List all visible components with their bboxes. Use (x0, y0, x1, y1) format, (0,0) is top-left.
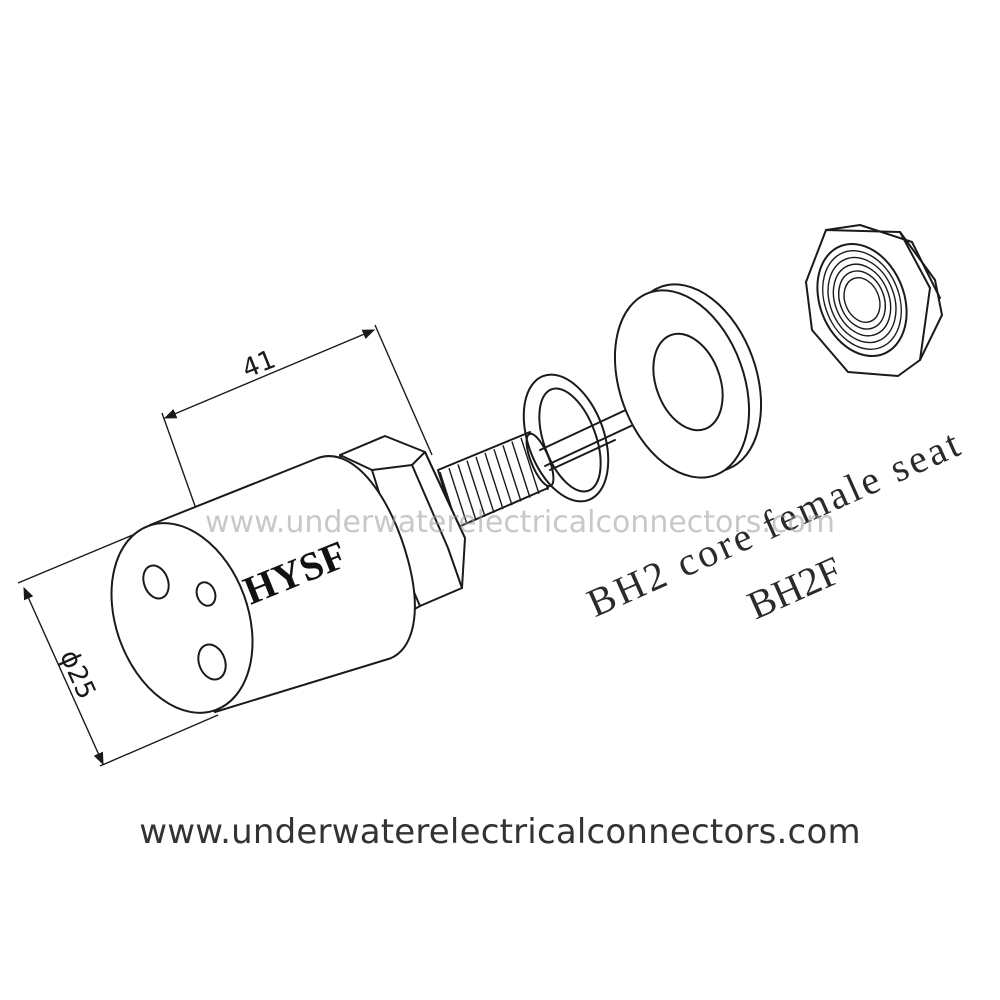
dimension-line-diameter (23, 586, 104, 766)
nut-thread-ring (838, 270, 886, 330)
dimension-line-length (163, 329, 376, 419)
o-ring (522, 373, 610, 503)
nut-thread-ring (822, 250, 902, 350)
connector-body: HYSF (110, 455, 416, 714)
thread-ridge (484, 452, 504, 510)
thread-ridge (502, 445, 522, 502)
watermark-text: www.underwaterelectricalconnectors.com (205, 505, 835, 540)
thread-ridge (493, 448, 513, 506)
socket-hole-lower (197, 643, 227, 681)
hex-collar-facet-3 (424, 451, 466, 539)
nut-thread-ring (843, 277, 881, 323)
hex-collar-facet-2 (411, 464, 463, 589)
extension-line-right (374, 324, 433, 456)
socket-hole-upper (142, 564, 170, 600)
dimension-length-label: 41 (238, 344, 280, 384)
extension-line-bottom (99, 714, 219, 767)
washer-hole (652, 332, 724, 432)
nut-threads (822, 250, 902, 350)
wire-pin-upper (539, 407, 631, 451)
hex-nut (805, 224, 943, 377)
extension-line-left (161, 412, 201, 521)
model-code-label: BH2F (741, 547, 849, 628)
o-ring-outer (522, 373, 610, 503)
thread-ridge (457, 464, 477, 521)
nut-thread-ring (832, 263, 892, 337)
nut-thread-ring (827, 256, 897, 344)
o-ring-inner (538, 387, 602, 493)
socket-hole-small (195, 581, 217, 607)
nut-facet-right (899, 231, 931, 361)
flat-washer (613, 283, 763, 479)
wire-pin-middle (544, 424, 634, 467)
dimension-diameter-label: ϕ25 (53, 646, 101, 704)
wire-pin-lower (549, 439, 616, 471)
hex-collar-top-edge (339, 451, 426, 471)
thread-ridge (475, 456, 495, 514)
thread-ridge (511, 441, 531, 498)
footer-website-url: www.underwaterelectricalconnectors.com (139, 812, 861, 852)
extension-line-top (17, 531, 141, 584)
thread-ridge (448, 467, 468, 525)
thread-ridge (520, 437, 540, 495)
nut-top-edge (825, 224, 941, 299)
thread-ridge (466, 460, 486, 517)
